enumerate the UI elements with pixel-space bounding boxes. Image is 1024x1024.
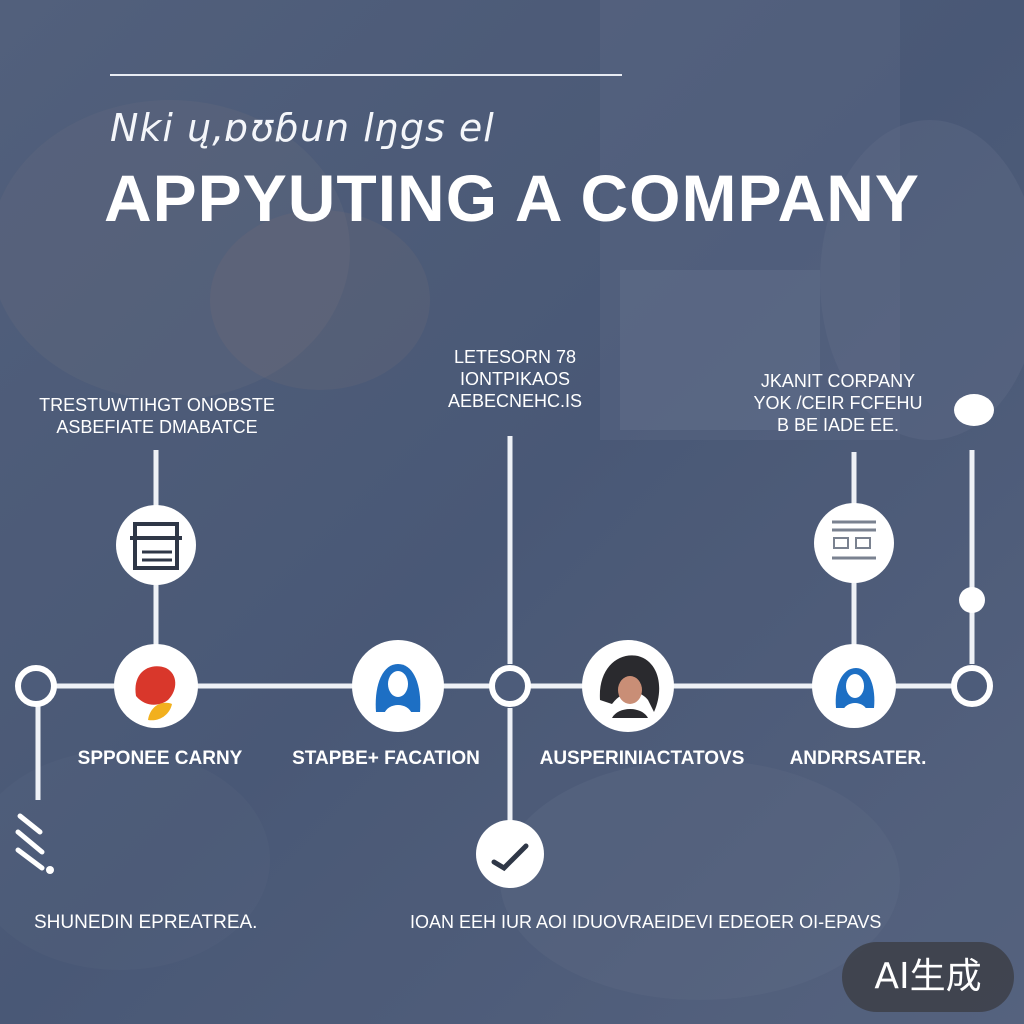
people-icon — [114, 644, 198, 728]
timeline-start-node — [15, 665, 57, 707]
timeline-small-dot — [959, 587, 985, 613]
top-label-2: LETESORN 78 IONTPIKAOS AEBECNEHC.IS — [447, 347, 583, 411]
bottom-label-1: SHUNEDIN EPREATREA. — [34, 912, 258, 933]
bottom-label-2: IOAN EEH IUR AOI IDUOVRAEIDEVI EDEOER OI… — [410, 912, 882, 932]
person-icon — [812, 644, 896, 728]
header-rule — [110, 74, 622, 76]
person-icon — [582, 640, 674, 732]
page-subtitle: Nki ų,ɒʊɓun lŋgs el — [110, 106, 495, 150]
chart-icon — [814, 503, 894, 583]
top-label-1: TRESTUWTIHGT ONOBSTE ASBEFIATE DMABATCE — [39, 395, 275, 437]
node-label-2: STAPBE+ FACATION — [292, 748, 480, 769]
timeline-end-node — [951, 665, 993, 707]
node-label-4: ANDRRSATER. — [789, 748, 927, 769]
printer-icon — [116, 505, 196, 585]
ai-generated-badge: AI生成 — [842, 942, 1014, 1012]
node-label-1: SPPONEE CARNY — [77, 748, 243, 769]
timeline-mid-node — [489, 665, 531, 707]
node-label-3: AUSPERINIACTATOVS — [539, 748, 745, 769]
check-icon — [476, 820, 544, 888]
wave-icon — [15, 813, 54, 874]
page-title: APPYUTING A COMPANY — [104, 161, 920, 235]
oval-marker-icon — [954, 394, 994, 426]
top-label-3: JKANIT CORPANY YOK /CEIR FCFEHU B BE IAD… — [753, 371, 923, 435]
person-icon — [352, 640, 444, 732]
